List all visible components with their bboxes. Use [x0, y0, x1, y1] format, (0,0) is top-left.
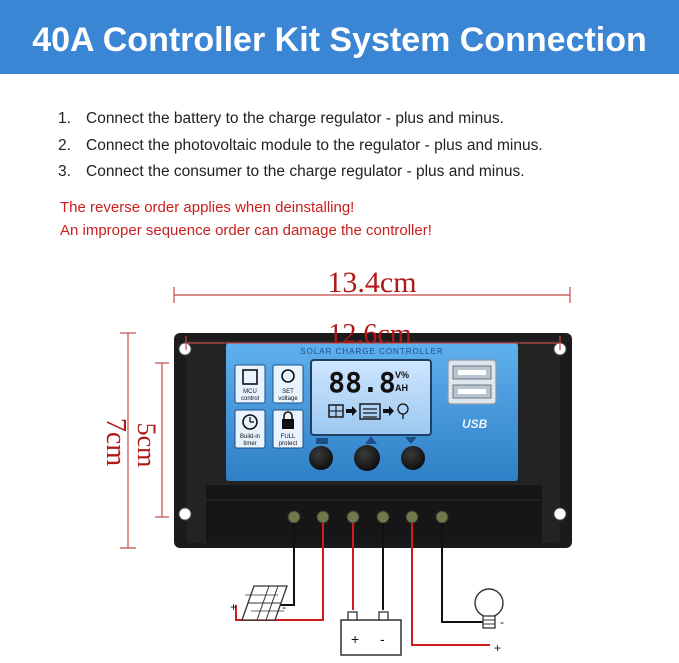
lcd-solar-icon — [328, 404, 344, 418]
chip-icon — [242, 369, 258, 385]
feature-label: voltage — [278, 396, 298, 402]
menu-indicator-icon — [316, 438, 328, 444]
solar-plus-label: + — [230, 600, 237, 614]
battery-plus-label: + — [351, 631, 359, 647]
instruction-list: 1. Connect the battery to the charge regu… — [58, 110, 543, 190]
lcd-display: 88.8 V% AH — [310, 359, 432, 436]
title-banner: 40A Controller Kit System Connection — [0, 0, 679, 74]
terminal-block — [206, 485, 542, 543]
up-indicator-icon — [365, 436, 377, 444]
dimension-overall-width: 13.4cm — [173, 266, 571, 303]
step-text: Connect the battery to the charge regula… — [86, 110, 504, 127]
instruction-step: 2. Connect the photovoltaic module to the… — [58, 137, 543, 164]
warning-reverse-order: The reverse order applies when deinstall… — [60, 199, 355, 216]
dimension-hole-spacing-width: 12.6cm — [185, 319, 561, 350]
lcd-unit-top: V% — [395, 370, 409, 380]
down-indicator-icon — [405, 437, 417, 444]
battery-icon: + - — [340, 611, 402, 656]
terminal-screw — [376, 510, 390, 524]
step-number: 2. — [58, 136, 71, 154]
battery-minus-label: - — [380, 631, 385, 647]
feature-full-protect: FULL protect — [272, 409, 304, 449]
clock-icon — [242, 414, 258, 430]
dimension-label-13-4cm: 13.4cm — [327, 266, 416, 299]
step-number: 1. — [58, 110, 71, 127]
up-button[interactable] — [354, 445, 380, 471]
feature-label: protect — [279, 441, 298, 447]
lcd-battery-icon — [359, 403, 381, 420]
load-plus-label: + — [494, 641, 501, 655]
load-minus-label: - — [500, 615, 504, 629]
controller-header-label: SOLAR CHARGE CONTROLLER — [300, 347, 443, 356]
solar-minus-label: - — [282, 600, 286, 614]
lcd-value: 88.8 — [328, 366, 395, 399]
mounting-hole — [178, 342, 192, 356]
feature-label: MCU — [243, 389, 257, 395]
feature-mcu-control: MCU control — [234, 364, 266, 404]
page-title: 40A Controller Kit System Connection — [32, 21, 647, 59]
lcd-bulb-icon — [397, 403, 409, 419]
wiring — [235, 523, 490, 646]
feature-label: FULL — [281, 434, 296, 440]
usb-ports[interactable] — [447, 359, 497, 405]
step-text: Connect the photovoltaic module to the r… — [86, 136, 543, 154]
charge-controller: SOLAR CHARGE CONTROLLER 88.8 V% AH — [174, 333, 572, 548]
terminal-screw — [435, 510, 449, 524]
mounting-hole — [178, 507, 192, 521]
terminal-screw — [346, 510, 360, 524]
terminal-screw — [287, 510, 301, 524]
solar-wire-negative — [276, 523, 295, 606]
terminal-screw — [405, 510, 419, 524]
feature-label: SET — [282, 389, 294, 395]
dimension-label-5cm: 5cm — [132, 423, 161, 468]
dimension-label-12-6cm: 12.6cm — [328, 319, 411, 350]
menu-button[interactable] — [309, 446, 333, 470]
dimension-overall-height: 7cm — [100, 332, 136, 549]
solar-wire-positive — [235, 523, 324, 621]
dimension-label-7cm: 7cm — [100, 418, 131, 466]
load-wire-negative — [441, 523, 488, 623]
dimension-hole-spacing-height: 5cm — [132, 362, 169, 518]
lock-icon — [282, 411, 294, 429]
solar-panel-icon: + - — [230, 585, 288, 621]
instruction-step: 3. Connect the consumer to the charge reg… — [58, 163, 543, 190]
feature-label: timer — [243, 441, 256, 447]
step-text: Connect the consumer to the charge regul… — [86, 163, 525, 180]
light-bulb-icon: - + — [474, 588, 504, 655]
set-voltage-icon — [281, 369, 295, 383]
feature-build-in-timer: Build-in timer — [234, 409, 266, 449]
step-number: 3. — [58, 163, 71, 180]
warning-improper-sequence: An improper sequence order can damage th… — [60, 222, 432, 239]
instruction-step: 1. Connect the battery to the charge regu… — [58, 110, 543, 137]
terminal-screw — [316, 510, 330, 524]
lcd-arrow-icon — [383, 406, 394, 416]
down-button[interactable] — [401, 446, 425, 470]
load-wire-positive — [411, 523, 490, 646]
usb-label: USB — [462, 417, 488, 431]
lcd-unit-bottom: AH — [395, 383, 408, 393]
lcd-arrow-icon — [346, 406, 357, 416]
feature-label: control — [241, 396, 259, 402]
feature-set-voltage: SET voltage — [272, 364, 304, 404]
mounting-hole — [553, 507, 567, 521]
feature-label: Build-in — [240, 434, 260, 440]
